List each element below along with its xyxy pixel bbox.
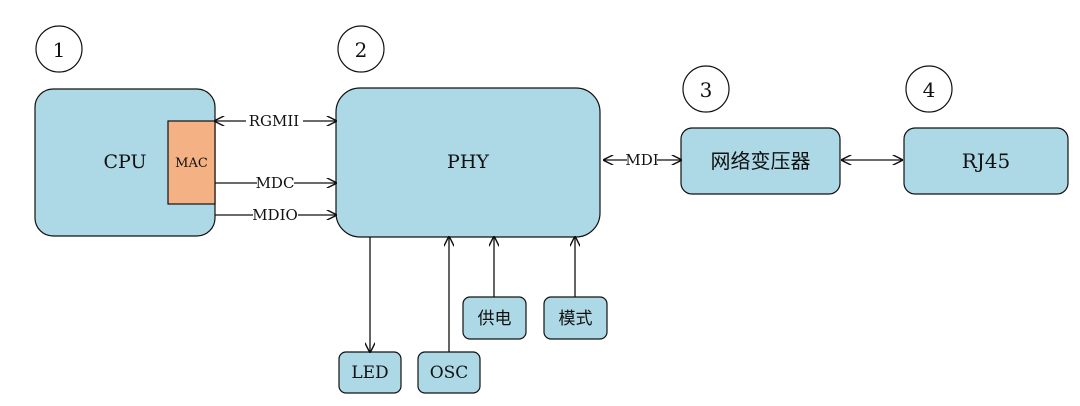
mdio-connection: MDIO xyxy=(215,206,336,224)
marker-4-label: 4 xyxy=(923,78,936,102)
rgmii-label: RGMII xyxy=(249,112,300,130)
rj45-block: RJ45 xyxy=(903,127,1069,195)
osc-label: OSC xyxy=(430,363,469,383)
power-label: 供电 xyxy=(478,309,512,329)
mode-label: 模式 xyxy=(559,309,593,329)
mac-label: MAC xyxy=(175,156,208,171)
led-label: LED xyxy=(351,363,388,383)
mdi-label: MDI xyxy=(625,151,658,169)
mode-block: 模式 xyxy=(543,296,608,340)
marker-1: 1 xyxy=(35,25,83,73)
mdc-label: MDC xyxy=(256,174,295,192)
phy-label: PHY xyxy=(447,151,489,173)
mdc-connection: MDC xyxy=(215,174,336,192)
rj45-label: RJ45 xyxy=(962,149,1011,173)
cpu-label: CPU xyxy=(103,151,146,173)
mdio-label: MDIO xyxy=(252,206,298,224)
marker-3: 3 xyxy=(682,65,730,113)
power-block: 供电 xyxy=(462,296,527,340)
marker-2-label: 2 xyxy=(355,38,368,62)
marker-2: 2 xyxy=(337,25,385,73)
marker-4: 4 xyxy=(905,65,953,113)
mac-block: MAC xyxy=(167,120,216,205)
transformer-block: 网络变压器 xyxy=(680,127,841,195)
osc-block: OSC xyxy=(417,351,481,394)
mdi-connection: MDI xyxy=(604,151,681,169)
rgmii-connection: RGMII xyxy=(215,112,336,130)
led-block: LED xyxy=(338,351,402,394)
marker-1-label: 1 xyxy=(53,38,66,62)
phy-block: PHY xyxy=(335,87,601,238)
transformer-label: 网络变压器 xyxy=(711,149,811,173)
marker-3-label: 3 xyxy=(700,78,713,102)
